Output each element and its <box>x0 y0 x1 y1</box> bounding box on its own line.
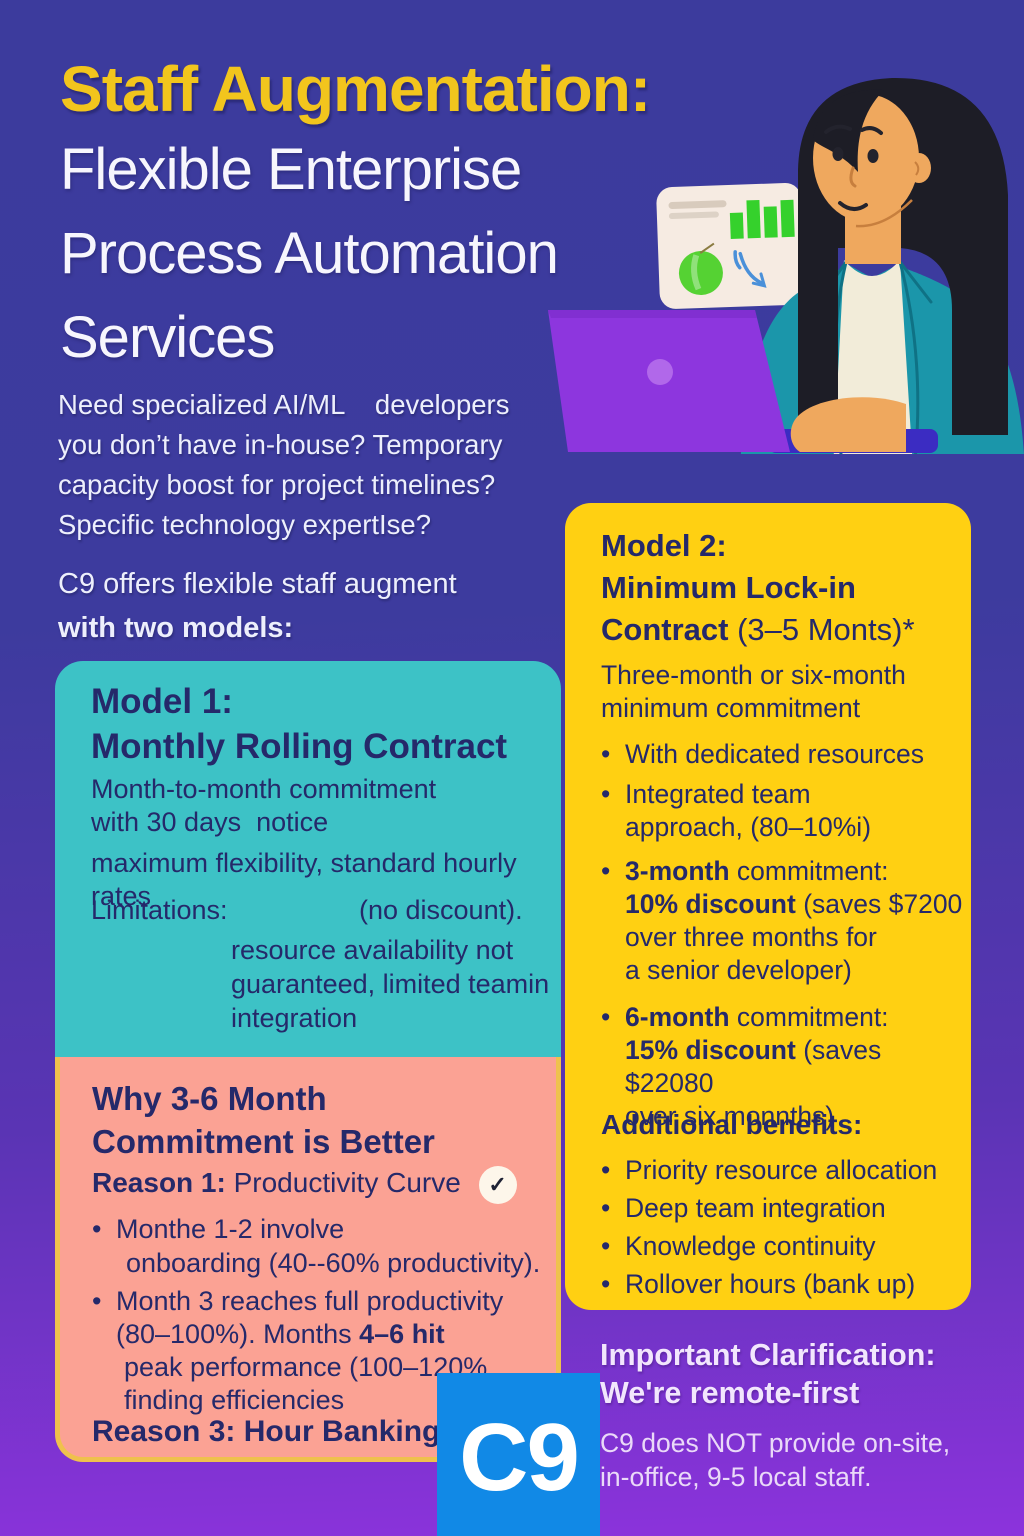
trend-arrow-icon <box>733 250 767 288</box>
woman-illustration <box>740 77 1024 454</box>
clarification-body: C9 does NOT provide on-site, in-office, … <box>600 1428 951 1492</box>
intro-line: Specific technology expertIse? <box>58 509 431 540</box>
pie-circle-icon <box>678 242 723 296</box>
benefits-list: • Priority resource allocation • Deep te… <box>601 1151 937 1303</box>
laptop-icon <box>548 310 790 452</box>
limitations-label: Limitations: <box>91 895 228 925</box>
intro-lead: C9 offers flexible staff augment with tw… <box>58 562 457 650</box>
why-bullet-2: • Month 3 reaches full productivity (80–… <box>92 1286 504 1415</box>
bar-chart-icon <box>729 199 795 239</box>
text-line-icon <box>668 200 727 209</box>
c9-logo-text: C9 <box>459 1404 580 1511</box>
model2-bullet-4: • 6-month commitment: 15% discount (save… <box>601 1002 889 1131</box>
laptop-logo-icon <box>647 359 673 385</box>
benefit-item: • Rollover hours (bank up) <box>601 1269 916 1299</box>
text-line-icon <box>668 211 719 220</box>
why-bullet-1: • Monthe 1-2 involve onboarding (40--60%… <box>92 1214 541 1278</box>
model1-card: Model 1: Monthly Rolling Contract Month-… <box>55 661 561 1057</box>
lead-line-bold: with two models: <box>58 612 294 644</box>
model1-commitment: Month-to-month commitment with 30 days n… <box>91 774 437 837</box>
title-highlight: Staff Augmentation: <box>60 53 651 125</box>
lead-line: C9 offers flexible staff augment <box>58 568 457 600</box>
title-line: Process Automation <box>60 221 559 286</box>
whiteboard-icon <box>656 183 805 309</box>
benefit-item: • Deep team integration <box>601 1193 886 1223</box>
limitations-note: (no discount). <box>359 895 523 925</box>
arm <box>790 397 906 452</box>
clarification-block: Important Clarification: We're remote-fi… <box>600 1336 950 1494</box>
intro-line: capacity boost for project timelines? <box>58 469 496 500</box>
title-line: Services <box>60 305 275 370</box>
model1-flexibility: maximum flexibility, standard hourly rat… <box>91 848 517 911</box>
clarification-heading: Important Clarification: We're remote-fi… <box>600 1338 936 1410</box>
model2-card: Model 2: Minimum Lock-in Contract (3–5 M… <box>565 503 971 1310</box>
model2-bullet-3: • 3-month commitment: 10% discount (save… <box>601 856 963 985</box>
intro-line: you don’t have in-house? Temporary <box>58 429 503 460</box>
benefit-item: • Priority resource allocation <box>601 1155 938 1185</box>
model2-bullet-1: • With dedicated resources <box>601 739 925 769</box>
benefit-item: • Knowledge continuity <box>601 1231 876 1261</box>
model2-heading: Model 2: Minimum Lock-in Contract (3–5 M… <box>601 528 915 647</box>
c9-logo: C9 <box>437 1373 600 1536</box>
reason1: Reason 1: Productivity Curve ✓ <box>92 1165 517 1204</box>
intro-paragraph: Need specialized AI/ML developers you do… <box>58 385 509 545</box>
check-icon: ✓ <box>478 1165 517 1204</box>
title-line: Flexible Enterprise <box>60 137 522 202</box>
reason3: Reason 3: Hour Banking <box>92 1415 441 1448</box>
page-title: Staff Augmentation: Flexible Enterprise … <box>60 50 651 380</box>
intro-line: Need specialized AI/ML developers <box>58 389 510 420</box>
hero-illustration <box>548 77 1024 454</box>
model2-bullet-2: • Integrated team approach, (80–10%i) <box>601 779 872 842</box>
model2-subheading: Three-month or six-month minimum commitm… <box>601 660 906 723</box>
benefits-heading: Additional benefits: <box>601 1109 863 1140</box>
model1-limitations-detail: resource availability not guaranteed, li… <box>231 935 550 1033</box>
model1-limitations: Limitations: (no discount). <box>91 894 531 927</box>
face-features-icon <box>824 124 913 228</box>
model1-heading: Model 1: Monthly Rolling Contract <box>91 682 508 766</box>
why-heading: Why 3-6 Month Commitment is Better <box>92 1080 435 1160</box>
